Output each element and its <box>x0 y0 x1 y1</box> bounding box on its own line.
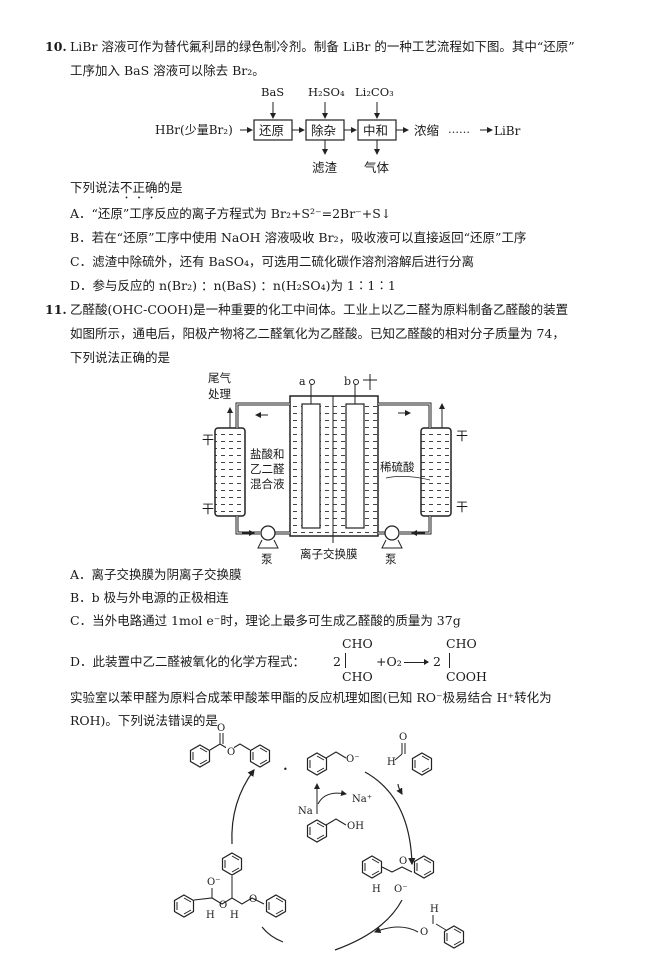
svg-text:H: H <box>387 757 396 768</box>
left-liquid-line3: 混合液 <box>250 477 285 491</box>
electrode-b <box>345 403 365 529</box>
svg-text:O: O <box>217 723 225 734</box>
membrane-label: 离子交换膜 <box>300 547 358 561</box>
eq-glyoxylic-top: CHO <box>446 636 477 651</box>
question-11-number: 11. <box>45 302 67 317</box>
svg-text:H: H <box>206 910 215 921</box>
svg-text:O: O <box>399 732 407 743</box>
flow-step-purify: 除杂 <box>305 119 345 141</box>
left-pump <box>257 525 279 549</box>
svg-text:还原: 还原 <box>259 123 284 138</box>
right-reservoir <box>420 427 452 517</box>
question-10-prompt: 下列说法不正确的是 <box>70 180 183 202</box>
question-12-stem-line2: ROH)。下列说法错误的是 <box>70 713 218 728</box>
eq-bond-2 <box>449 653 450 668</box>
q10-option-d: D．参与反应的 n(Br₂) ：n(BaS) ：n(H₂SO₄)为 1∶1∶1 <box>70 278 396 293</box>
svg-text:O: O <box>420 927 428 938</box>
alkoxide-intermediate-structure: O H O⁻ <box>361 855 435 895</box>
process-flow-diagram: HBr(少量Br₂) 还原 除杂 中和 浓缩 …… LiBr BaS H₂SO₄… <box>155 85 521 175</box>
flow-concentrate: 浓缩 <box>414 123 439 138</box>
svg-text:O⁻: O⁻ <box>394 884 407 895</box>
left-pump-label: 泵 <box>261 552 273 566</box>
output-gas: 气体 <box>364 160 390 175</box>
eq-glyoxal-top: CHO <box>342 636 373 651</box>
sodium-ion-label: Na⁺ <box>352 794 372 805</box>
question-11-stem-line1: 乙醛酸(OHC-COOH)是一种重要的化工中间体。工业上以乙二醛为原料制备乙醛酸… <box>70 302 569 317</box>
sodium-label: Na <box>298 806 313 817</box>
svg-text:H: H <box>230 910 239 921</box>
benzyl-alkoxide-structure: O⁻ <box>306 751 359 776</box>
svg-text:•: • <box>283 765 288 774</box>
eq-glyoxal-bottom: CHO <box>342 669 373 684</box>
svg-text:O⁻: O⁻ <box>207 877 220 888</box>
svg-text:O: O <box>227 747 235 758</box>
eq-coefficient-2: 2 <box>433 654 441 669</box>
tail-gas-label: 尾气 <box>208 371 231 385</box>
electrolysis-apparatus-diagram: a b 尾气 处理 干 干 盐酸和 乙二醛 混合液 泵 干 干 稀硫酸 泵 离子… <box>202 371 468 566</box>
question-11-stem-line3: 下列说法正确的是 <box>70 350 171 365</box>
reagent-bas: BaS <box>261 85 284 99</box>
right-pump <box>381 525 403 549</box>
reagent-li2co3: Li₂CO₃ <box>355 85 394 99</box>
q10-option-b: B．若在“还原”工序中使用 NaOH 溶液吸收 Br₂，吸收液可以直接返回“还原… <box>70 230 527 245</box>
q10-option-c: C．滤渣中除硫外，还有 BaSO₄，可选用二硫化碳作溶剂溶解后进行分离 <box>70 254 474 269</box>
flow-step-reduce: 还原 <box>253 119 293 141</box>
cycle-arrow-left <box>231 769 255 845</box>
prompt-pre: 下列说法 <box>70 180 121 195</box>
right-valve-top: 干 <box>456 429 468 443</box>
electrode-b-label: b <box>344 375 351 388</box>
right-pump-label: 泵 <box>385 552 397 566</box>
left-liquid-line2: 乙二醛 <box>250 462 285 476</box>
left-liquid-line1: 盐酸和 <box>250 447 285 461</box>
benzyl-benzoate-structure: O O <box>189 723 271 768</box>
benzaldehyde-structure: H O <box>387 732 433 776</box>
flow-ellipsis: …… <box>448 123 470 136</box>
flow-input: HBr(少量Br₂) <box>155 123 233 137</box>
treatment-label: 处理 <box>208 387 231 401</box>
svg-text:OH: OH <box>347 821 364 832</box>
eq-arrow <box>404 662 428 663</box>
cycle-arrow-bottom <box>334 899 403 951</box>
eq-glyoxylic-bottom: COOH <box>446 669 487 684</box>
prompt-emphasis: 不正确 <box>120 180 158 195</box>
electrode-a <box>301 403 321 529</box>
left-valve-top: 干 <box>202 433 214 447</box>
question-10-stem-line2: 工序加入 BaS 溶液可以除去 Br₂。 <box>70 63 265 78</box>
svg-text:O⁻: O⁻ <box>346 754 359 765</box>
flow-step-neutralize: 中和 <box>357 119 397 141</box>
dialkoxy-intermediate-structure: O⁻ O O H H <box>173 852 287 921</box>
q11-option-c: C．当外电路通过 1mol e⁻时，理论上最多可生成乙醛酸的质量为 37g <box>70 613 461 628</box>
q11-option-b: B．b 极与外电源的正极相连 <box>70 590 229 605</box>
q11-option-a: A．离子交换膜为阴离子交换膜 <box>70 567 242 582</box>
electrode-a-label: a <box>299 375 306 388</box>
left-valve-bottom: 干 <box>202 502 214 516</box>
svg-text:O: O <box>399 856 407 867</box>
q10-option-a: A．“还原”工序反应的离子方程式为 Br₂+S²⁻=2Br⁻+S↓ <box>70 206 392 221</box>
cycle-arrow-right <box>364 771 416 866</box>
benzaldehyde-bottom-structure: H O <box>420 904 465 949</box>
benzyl-alcohol-structure: OH <box>306 818 364 843</box>
svg-text:H: H <box>430 904 439 915</box>
left-reservoir <box>214 427 246 517</box>
prompt-post: 的是 <box>157 180 183 195</box>
right-liquid-label: 稀硫酸 <box>380 460 415 474</box>
eq-plus-o2: +O₂ <box>376 654 402 669</box>
reaction-mechanism-diagram: O O • O⁻ H O Na Na⁺ OH O H O⁻ H O <box>173 723 465 951</box>
reagent-h2so4: H₂SO₄ <box>308 85 345 99</box>
svg-text:中和: 中和 <box>363 123 388 138</box>
svg-text:O: O <box>249 894 257 905</box>
right-valve-bottom: 干 <box>456 500 468 514</box>
question-10-number: 10. <box>45 39 67 54</box>
eq-bond-1 <box>345 653 346 668</box>
svg-text:H: H <box>372 884 381 895</box>
svg-text:除杂: 除杂 <box>311 123 336 138</box>
question-12-stem-line1: 实验室以苯甲醛为原料合成苯甲酸苯甲酯的反应机理如图(已知 RO⁻极易结合 H⁺转… <box>70 690 552 705</box>
output-residue: 滤渣 <box>312 160 338 175</box>
svg-text:O: O <box>219 900 227 911</box>
question-10-stem-line1: LiBr 溶液可作为替代氟利昂的绿色制冷剂。制备 LiBr 的一种工艺流程如下图… <box>70 39 575 54</box>
q11-option-d: D．此装置中乙二醛被氧化的化学方程式： <box>70 654 306 669</box>
question-11-stem-line2: 如图所示，通电后，阳极产物将乙二醛氧化为乙醛酸。已知乙醛酸的相对分子质量为 74… <box>70 326 565 341</box>
eq-coefficient-1: 2 <box>333 654 341 669</box>
flow-product: LiBr <box>494 124 521 138</box>
